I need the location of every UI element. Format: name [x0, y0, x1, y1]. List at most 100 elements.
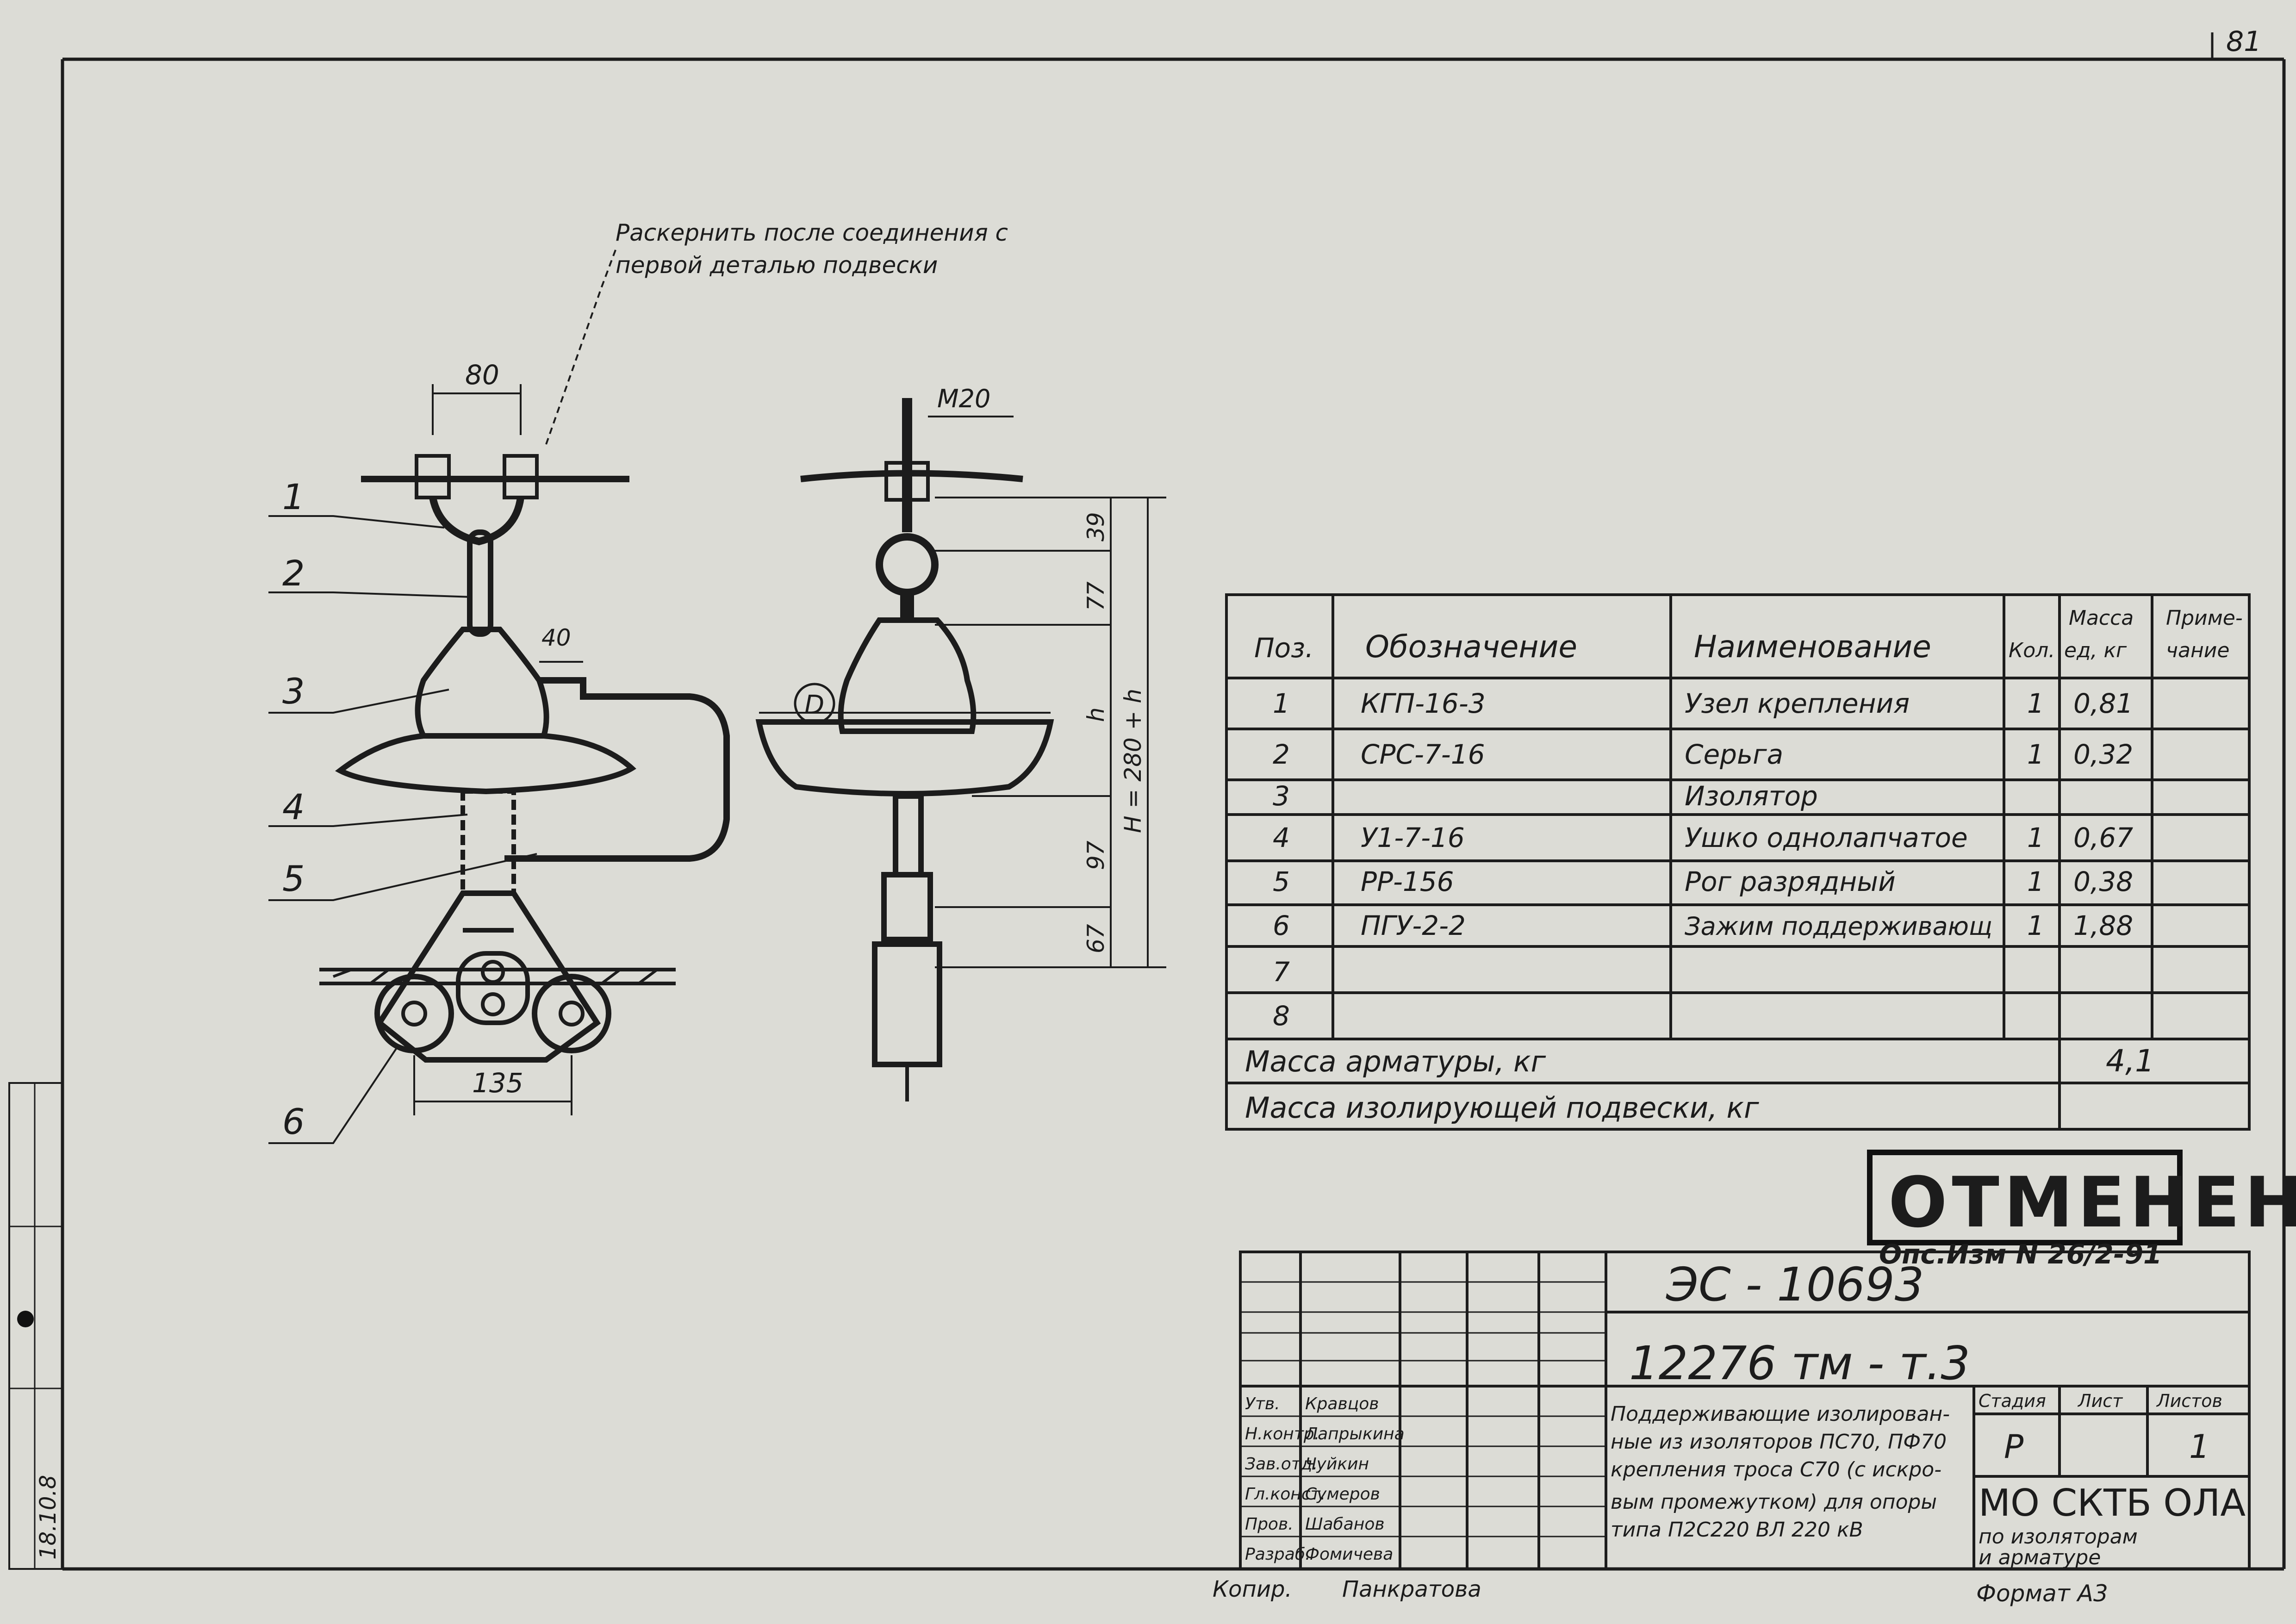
dim-diameter: D	[804, 690, 824, 720]
assembly-front-view: M20 D 39 77 h	[755, 384, 1166, 1101]
sig-role: Утв.	[1245, 1394, 1280, 1413]
col-header-mass-2: ед, кг	[2064, 639, 2127, 662]
row-mass: 0,32	[2073, 739, 2133, 770]
sig-role: Н.контр.	[1245, 1425, 1319, 1444]
row-name: Рог разрядный	[1685, 866, 1896, 897]
table-row: 5 РР-156 Рог разрядный 1 0,38	[1273, 866, 2133, 897]
dim-thread: M20	[937, 384, 990, 413]
sheet-label: Лист	[2077, 1391, 2123, 1411]
row-mass: 1,88	[2073, 910, 2133, 941]
copy-name: Панкратова	[1342, 1576, 1481, 1602]
row-pos: 8	[1273, 1000, 1290, 1032]
table-row: 2 СРС-7-16 Серьга 1 0,32	[1273, 739, 2133, 770]
table-row: 3 Изолятор	[1273, 780, 1818, 812]
dim-chain-4: 97	[1083, 840, 1109, 870]
sheets-value: 1	[2189, 1428, 2210, 1466]
sig-name: Шабанов	[1305, 1515, 1385, 1534]
description-line: Поддерживающие изолирован-	[1611, 1402, 1950, 1426]
dim-total-height: H = 280 + h	[1120, 689, 1146, 833]
row-name: Серьга	[1685, 739, 1783, 770]
pos-label-2: 2	[282, 553, 305, 594]
row-designation: РР-156	[1361, 866, 1454, 897]
row-name: Изолятор	[1685, 780, 1818, 812]
row-pos: 6	[1273, 910, 1290, 941]
dim-horn-offset: 40	[541, 624, 571, 651]
row-pos: 7	[1273, 956, 1290, 988]
sig-name: Кравцов	[1305, 1394, 1379, 1413]
row-name: Ушко однолапчатое	[1685, 822, 1968, 853]
title-block: ЭС - 10693 12276 тм - т.3 Утв. Кравцов Н…	[1239, 1251, 2251, 1570]
row-name: Узел крепления	[1685, 688, 1910, 719]
org-name-line-2: по изоляторам	[1979, 1525, 2138, 1549]
col-header-designation: Обозначение	[1365, 629, 1577, 665]
sig-role: Зав.отд.	[1245, 1455, 1318, 1474]
drawing-number: 12276 тм - т.3	[1629, 1336, 1970, 1390]
col-header-qty: Кол.	[2009, 639, 2055, 662]
col-header-note-2: чание	[2166, 639, 2229, 662]
row-name: Зажим поддерживающ	[1685, 912, 1992, 941]
row-pos: 4	[1273, 822, 1290, 853]
annotation-line-2: первой деталью подвески	[616, 252, 938, 279]
row-mass: 0,81	[2073, 688, 2133, 719]
dim-chain-1: 39	[1083, 512, 1109, 541]
sheet-number: 81	[2226, 25, 2261, 58]
sig-name: Лапрыкина	[1304, 1425, 1405, 1444]
org-name: МО СКТБ ОЛА	[1979, 1481, 2246, 1524]
row-qty: 1	[2027, 866, 2044, 897]
sig-name: Чуйкин	[1305, 1455, 1369, 1474]
cancelled-stamp: ОТМЕНЕН Опс.Изм N 26/2-91	[1867, 1150, 2296, 1270]
stamp-sub: Опс.Изм N 26/2-91	[1879, 1238, 2162, 1270]
mass-suspension-label: Масса изолирующей подвески, кг	[1245, 1091, 1759, 1125]
col-header-mass-1: Масса	[2069, 606, 2134, 630]
doc-code: ЭС - 10693	[1666, 1257, 1924, 1312]
sheets-label: Листов	[2156, 1391, 2222, 1411]
org-name-line-3: и арматуре	[1979, 1546, 2101, 1569]
pos-label-3: 3	[282, 671, 305, 712]
description-line: вым промежутком) для опоры	[1611, 1490, 1937, 1514]
table-row: 4 У1-7-16 Ушко однолапчатое 1 0,67	[1273, 822, 2133, 853]
pos-label-1: 1	[282, 476, 305, 517]
sig-role: Пров.	[1245, 1515, 1294, 1534]
row-qty: 1	[2027, 910, 2044, 941]
annotation: Раскернить после соединения с первой дет…	[545, 219, 1008, 445]
row-designation: У1-7-16	[1361, 822, 1465, 853]
row-pos: 5	[1273, 866, 1290, 897]
drawing-frame	[61, 57, 2286, 1571]
description-line: типа П2С220 ВЛ 220 кВ	[1611, 1518, 1863, 1542]
dim-chain-2: 77	[1083, 581, 1109, 611]
row-qty: 1	[2027, 822, 2044, 853]
row-qty: 1	[2027, 688, 2044, 719]
dim-top-spacing: 80	[465, 359, 499, 391]
row-designation: ПГУ-2-2	[1361, 910, 1466, 941]
col-header-pos: Поз.	[1254, 632, 1313, 664]
mass-fittings-label: Масса арматуры, кг	[1245, 1045, 1546, 1078]
row-pos: 3	[1273, 780, 1290, 812]
stage-value: Р	[2004, 1428, 2024, 1466]
stage-label: Стадия	[1979, 1391, 2046, 1411]
copy-label: Копир.	[1213, 1576, 1292, 1602]
side-stamp: 18.10.8	[8, 1082, 63, 1570]
table-row: 8	[1273, 1000, 1290, 1032]
description-line: крепления троса С70 (с искро-	[1611, 1458, 1941, 1481]
row-pos: 1	[1273, 688, 1290, 719]
dim-roller-spacing: 135	[472, 1067, 523, 1099]
mass-fittings-value: 4,1	[2106, 1043, 2154, 1079]
sig-name: Сумеров	[1305, 1485, 1380, 1504]
row-mass: 0,67	[2073, 822, 2133, 853]
position-leaders: 1 2 3 4 5 6	[268, 476, 537, 1144]
row-designation: КГП-16-3	[1361, 688, 1486, 719]
sig-role: Гл.конст.	[1245, 1485, 1325, 1504]
specification-table: Поз. Обозначение Наименование Кол. Масса…	[1225, 593, 2251, 1131]
row-designation: СРС-7-16	[1361, 739, 1485, 770]
row-qty: 1	[2027, 739, 2044, 770]
col-header-note-1: Приме-	[2166, 606, 2243, 630]
pos-label-5: 5	[282, 858, 305, 899]
dim-chain-5: 67	[1083, 924, 1109, 953]
pos-label-6: 6	[282, 1101, 305, 1142]
side-stamp-date: 18.10.8	[35, 1475, 61, 1560]
stamp-main: ОТМЕНЕН	[1888, 1163, 2296, 1243]
sig-name: Фомичева	[1305, 1545, 1393, 1564]
description-line: ные из изоляторов ПС70, ПФ70	[1611, 1430, 1947, 1454]
assembly-side-view: 80 40 135	[319, 359, 730, 1115]
